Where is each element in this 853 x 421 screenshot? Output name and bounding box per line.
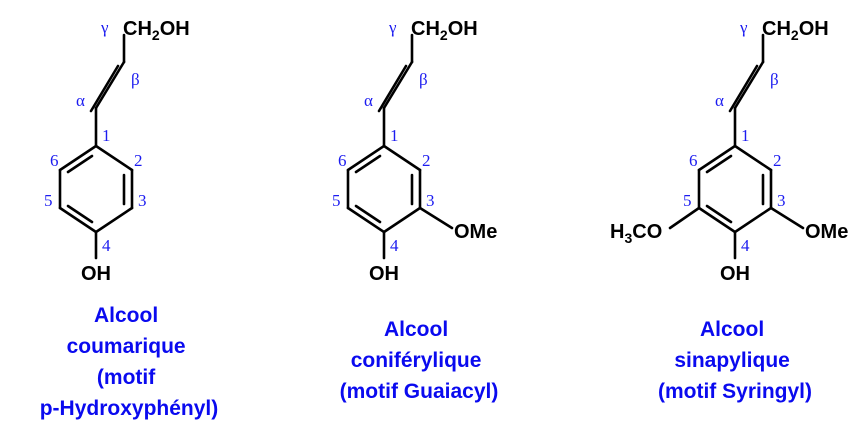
oh-label: OH xyxy=(369,263,399,285)
atom-number-5: 5 xyxy=(683,191,692,210)
atom-number-1: 1 xyxy=(390,126,399,145)
ch2oh-label: CH2OH xyxy=(123,18,190,43)
gamma-label: γ xyxy=(739,18,748,37)
atom-number-6: 6 xyxy=(689,151,698,170)
atom-number-2: 2 xyxy=(773,151,782,170)
atom-number-4: 4 xyxy=(390,236,399,255)
beta-label: β xyxy=(419,70,428,89)
atom-number-5: 5 xyxy=(332,191,341,210)
molecule-coniferyl: CH2OH γ β α 1 2 3 4 5 6 OMe OH Alcool co… xyxy=(332,18,498,403)
atom-number-1: 1 xyxy=(741,126,750,145)
beta-label: β xyxy=(131,70,140,89)
oh-label: OH xyxy=(720,263,750,285)
h3co-label: H3CO xyxy=(610,221,662,246)
atom-number-2: 2 xyxy=(134,151,143,170)
alpha-label: α xyxy=(364,91,373,110)
atom-number-3: 3 xyxy=(777,191,786,210)
caption-sinapyl: Alcool sinapylique (motif Syringyl) xyxy=(658,318,812,403)
alpha-label: α xyxy=(715,91,724,110)
bonds xyxy=(346,33,454,260)
alpha-label: α xyxy=(76,91,85,110)
atom-number-6: 6 xyxy=(338,151,347,170)
atom-number-4: 4 xyxy=(741,236,750,255)
molecule-coumaryl: CH2OH γ β α 1 2 3 4 5 6 OH Alcool coumar… xyxy=(40,18,219,420)
atom-number-3: 3 xyxy=(138,191,147,210)
gamma-label: γ xyxy=(388,18,397,37)
ome-label: OMe xyxy=(805,221,848,243)
atom-number-3: 3 xyxy=(426,191,435,210)
molecule-sinapyl: CH2OH γ β α 1 2 3 4 5 6 OMe H3CO OH Alco… xyxy=(610,18,848,403)
atom-number-2: 2 xyxy=(422,151,431,170)
atom-number-6: 6 xyxy=(50,151,59,170)
bonds xyxy=(58,33,134,260)
atom-number-4: 4 xyxy=(102,236,111,255)
caption-coumaryl: Alcool coumarique (motif p-Hydroxyphényl… xyxy=(40,304,219,420)
atom-number-5: 5 xyxy=(44,191,53,210)
beta-label: β xyxy=(770,70,779,89)
ch2oh-label: CH2OH xyxy=(762,18,829,43)
oh-label: OH xyxy=(81,263,111,285)
atom-number-1: 1 xyxy=(102,126,111,145)
caption-coniferyl: Alcool coniférylique (motif Guaiacyl) xyxy=(340,318,499,403)
ome-label: OMe xyxy=(454,221,497,243)
ch2oh-label: CH2OH xyxy=(411,18,478,43)
gamma-label: γ xyxy=(100,18,109,37)
bonds xyxy=(668,33,805,260)
